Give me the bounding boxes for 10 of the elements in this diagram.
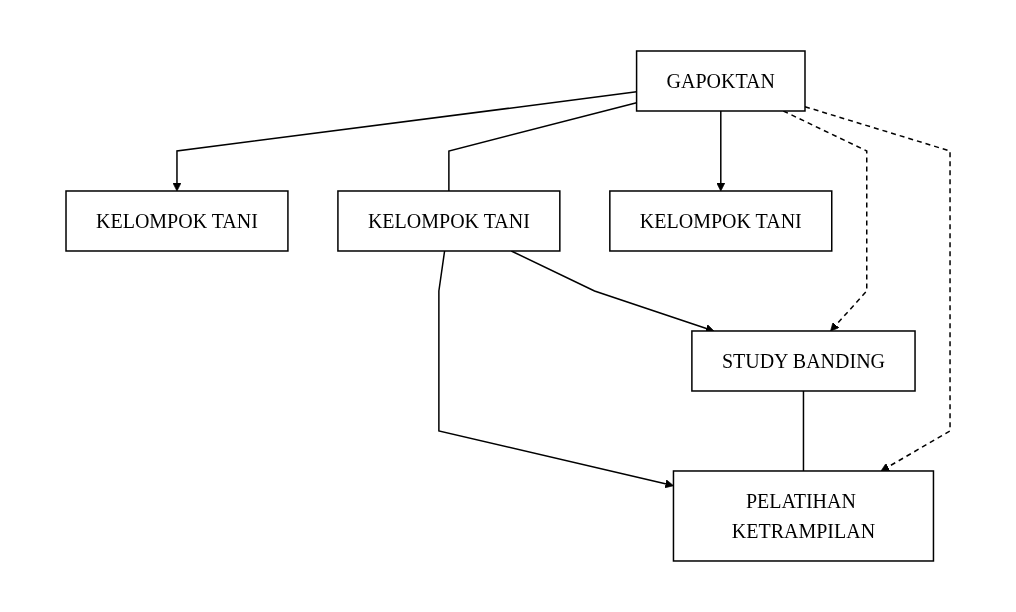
- connector: [802, 390, 805, 472]
- node-box: KELOMPOK TANI: [337, 190, 561, 252]
- arrow: [716, 110, 726, 192]
- node-box: KELOMPOK TANI: [609, 190, 833, 252]
- arrow: [438, 250, 674, 489]
- node-box: KELOMPOK TANI: [65, 190, 289, 252]
- arrow: [804, 105, 951, 472]
- node-box: STUDY BANDING: [691, 330, 916, 392]
- node-box: GAPOKTAN: [635, 50, 806, 112]
- node-box: PELATIHAN KETRAMPILAN: [672, 470, 935, 562]
